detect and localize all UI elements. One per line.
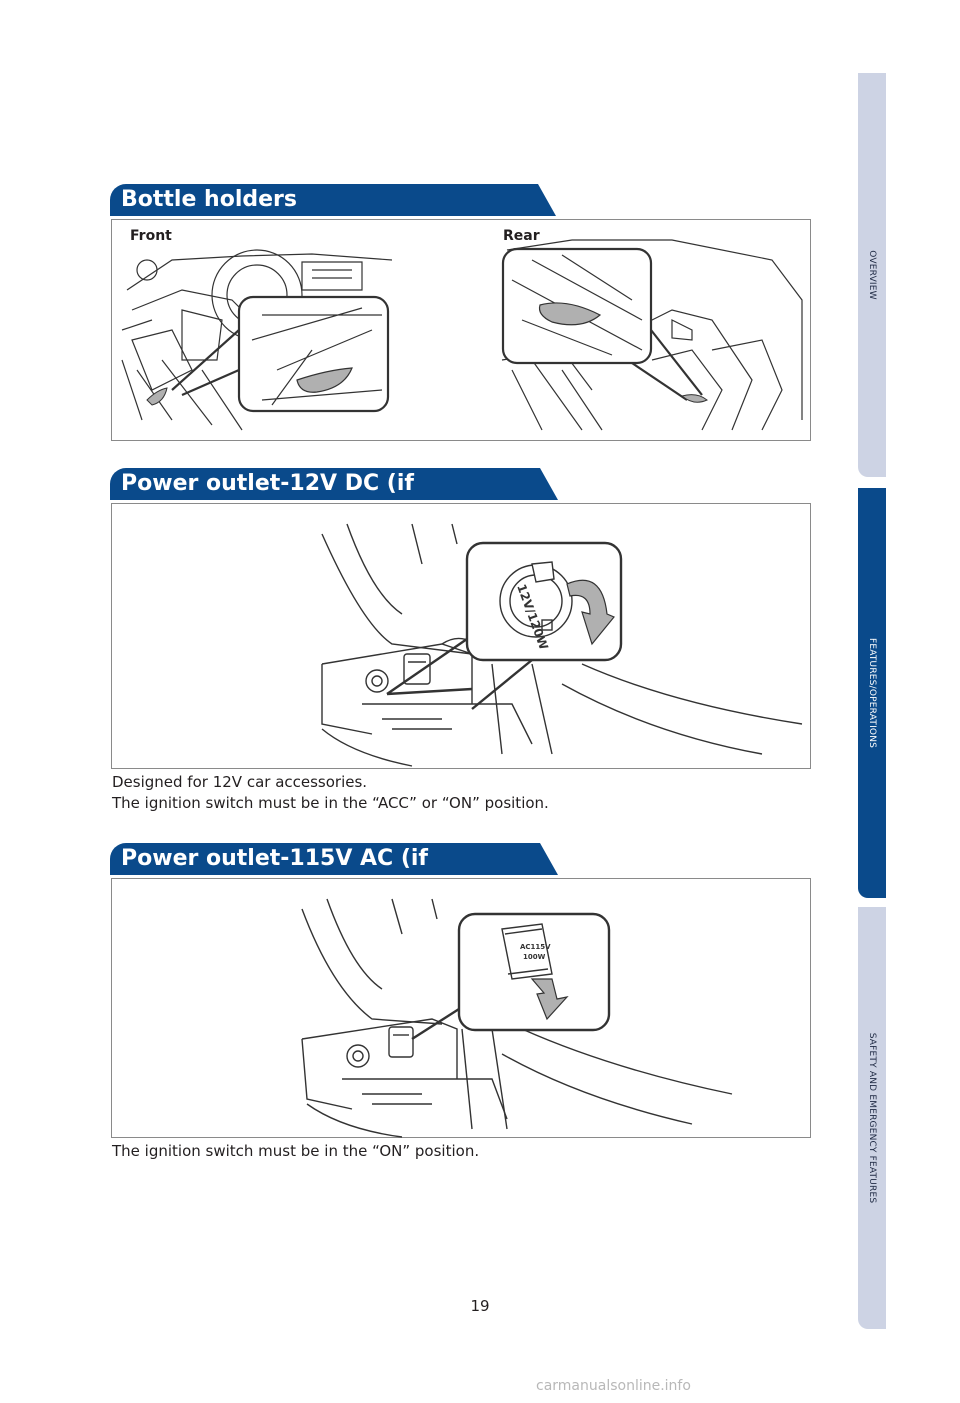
section-header-bottle-holders: Bottle holders [110, 184, 556, 216]
cover-label-2: 100W [523, 953, 546, 961]
tab-safety-emergency[interactable]: SAFETY AND EMERGENCY FEATURES [858, 907, 886, 1329]
page-number: 19 [470, 1297, 490, 1315]
open-arrow [530, 978, 569, 1021]
power-outlet-115v-drawing: AC115V 100W [301, 898, 733, 1138]
rotate-arrow [566, 579, 615, 646]
bottle-holders-drawing [121, 239, 803, 431]
side-navigation-tabs: OVERVIEW FEATURES/OPERATIONS SAFETY AND … [858, 73, 886, 1329]
caption-12v-line1: Designed for 12V car accessories. [112, 773, 368, 791]
illustration-power-outlet-115v: AC115V 100W [111, 878, 811, 1138]
caption-12v-line2: The ignition switch must be in the “ACC”… [112, 794, 549, 812]
front-bottle-holder-highlight [296, 367, 353, 393]
tab-label: FEATURES/OPERATIONS [867, 637, 877, 749]
label-front: Front [130, 228, 172, 244]
tab-label: OVERVIEW [867, 250, 877, 300]
illustration-power-outlet-12v: 12V/120W [111, 503, 811, 769]
section-header-power-outlet-115v: Power outlet-115V AC (if equipped) [110, 843, 558, 903]
tab-overview[interactable]: OVERVIEW [858, 73, 886, 477]
tab-label: SAFETY AND EMERGENCY FEATURES [867, 1032, 877, 1204]
section-header-power-outlet-12v: Power outlet-12V DC (if equipped) [110, 468, 558, 528]
cover-label-1: AC115V [520, 943, 551, 951]
label-rear: Rear [503, 228, 540, 244]
section-title: Bottle holders [121, 187, 297, 212]
illustration-bottle-holders: Front Rear [111, 219, 811, 441]
power-outlet-12v-drawing: 12V/120W [321, 523, 803, 767]
rear-bottle-holder-highlight [538, 302, 602, 326]
watermark: carmanualsonline.info [536, 1378, 691, 1394]
caption-115v-line1: The ignition switch must be in the “ON” … [112, 1142, 480, 1160]
tab-features-operations[interactable]: FEATURES/OPERATIONS [858, 488, 886, 898]
